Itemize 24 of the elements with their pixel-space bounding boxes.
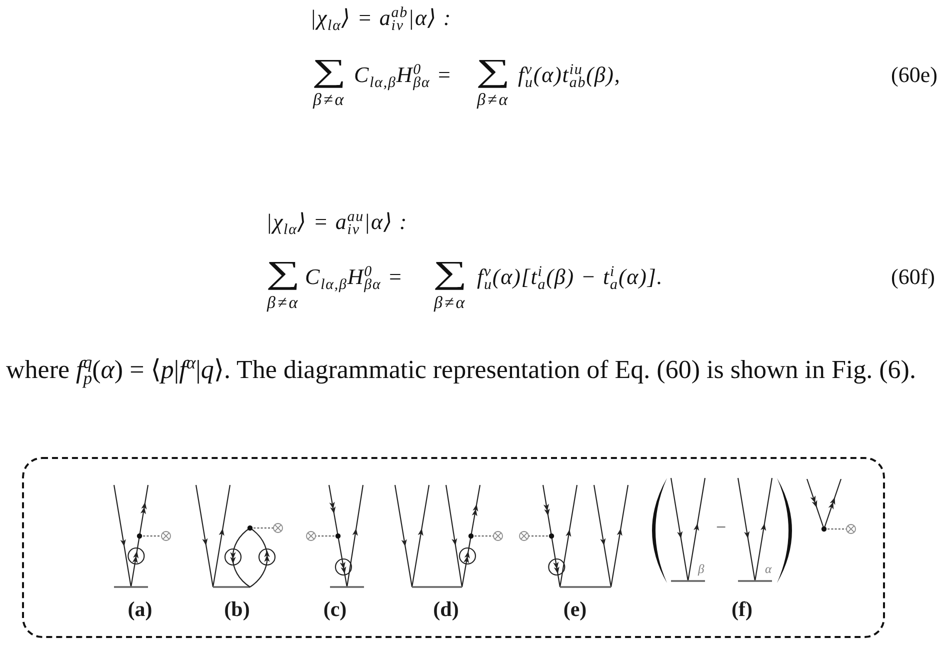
summation-sign: ∑ [433, 254, 468, 291]
summation-sign: ∑ [476, 52, 510, 89]
equation: f$_{u}$$^{v}$(α)[t$_{a}$$^{i}$(β) − t$_{a}$$^{i}$(α)]. [477, 264, 664, 290]
panel-label: (c) [323, 598, 347, 622]
panel-label: (f) [732, 598, 752, 622]
equation-number: (60f) [891, 264, 935, 290]
summation-index: β≠α [434, 293, 467, 313]
equation: |χ$_{lα}$⟩ = a$_{iv}$$^{au}$|α⟩ : [266, 209, 408, 234]
greek-letter: β [698, 563, 704, 577]
summation-index: β≠α [267, 293, 300, 313]
panel-label: (b) [224, 598, 250, 622]
equation: |χ$_{lα}$⟩ = a$_{iv}$$^{ab}$|α⟩ : [310, 5, 452, 30]
summation-sign: ∑ [312, 52, 346, 89]
summation-index: β≠α [477, 90, 510, 110]
minus-sign: − [716, 518, 726, 538]
dashed-frame [22, 457, 885, 638]
panel-label: (a) [128, 598, 152, 622]
equation: f$_{u}$$^{v}$(α)t$_{ab}$$^{iu}$(β), [518, 62, 621, 88]
equation-number: (60e) [891, 62, 938, 88]
greek-letter: α [765, 563, 772, 577]
panel-label: (d) [433, 598, 459, 622]
summation-index: β≠α [313, 90, 346, 110]
panel-label: (e) [563, 598, 587, 622]
summation-sign: ∑ [266, 254, 300, 291]
